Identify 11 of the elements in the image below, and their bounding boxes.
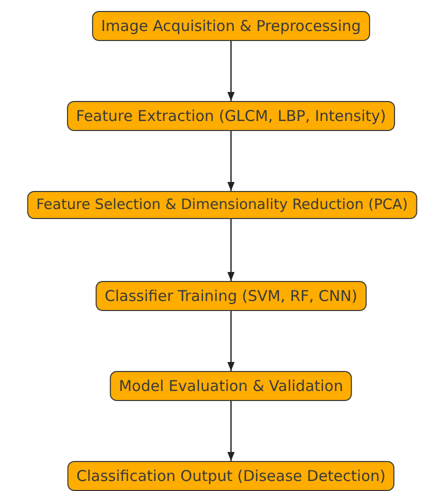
- arrow: [227, 131, 235, 191]
- arrow: [227, 219, 235, 281]
- process-box: Feature Extraction (GLCM, LBP, Intensity): [67, 101, 395, 131]
- process-box: Image Acquisition & Preprocessing: [92, 11, 370, 41]
- process-box: Feature Selection & Dimensionality Reduction (PCA): [27, 191, 417, 219]
- process-box: Classifier Training (SVM, RF, CNN): [96, 281, 366, 311]
- arrow: [227, 401, 235, 461]
- process-box: Model Evaluation & Validation: [110, 371, 352, 401]
- arrow: [227, 311, 235, 371]
- arrow: [227, 41, 235, 101]
- process-box: Classification Output (Disease Detection): [67, 461, 395, 491]
